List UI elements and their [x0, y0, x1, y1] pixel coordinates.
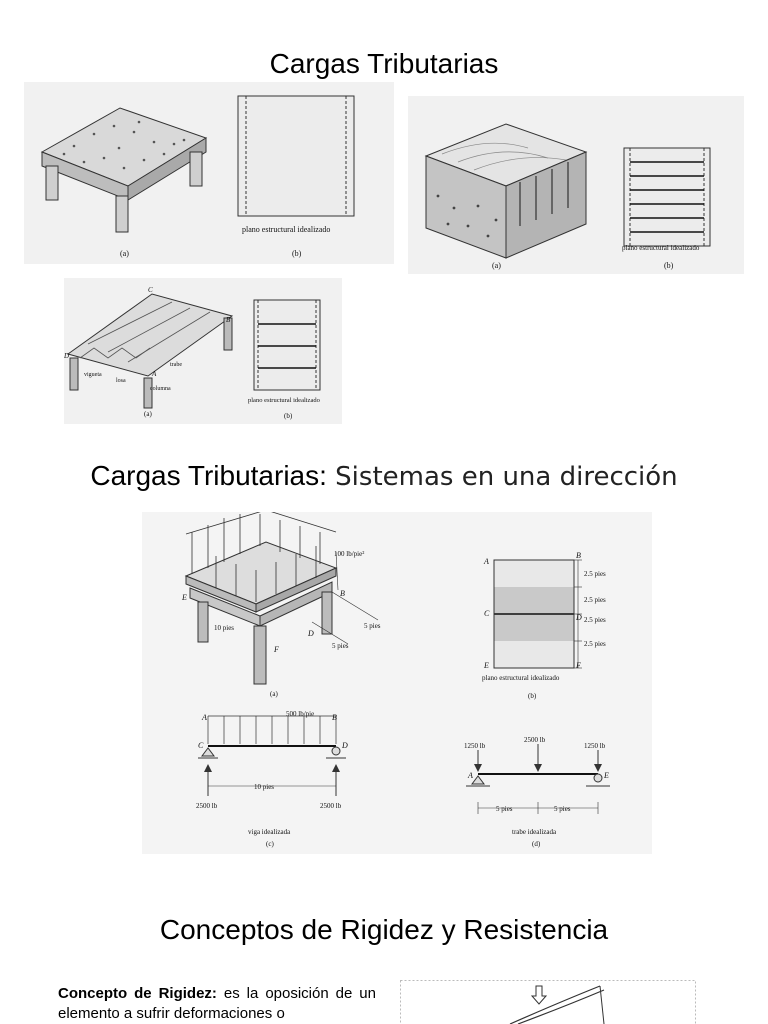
fig-d-letter-a: A	[467, 771, 473, 780]
fig-d-load-1: 1250 lb	[464, 742, 486, 750]
section-title-cargas-tributarias: Cargas Tributarias	[269, 48, 499, 79]
fig-d-span-1: 5 pies	[496, 805, 513, 813]
fig-c-letter-d: D	[341, 741, 348, 750]
fig-c-span: 10 pies	[254, 783, 274, 791]
fig3-letter-d: D	[64, 352, 69, 360]
fig-a-load: 100 lb/pie²	[334, 550, 364, 558]
fig2-caption: plano estructural idealizado	[622, 244, 700, 252]
fig3-caption: plano estructural idealizado	[248, 397, 320, 404]
fig-b-letter-e: E	[483, 661, 489, 670]
fig-a-letter-b: B	[340, 589, 345, 598]
figure-deformation	[400, 980, 696, 1024]
fig-d-load-3: 1250 lb	[584, 742, 606, 750]
fig2-label-a: (a)	[492, 261, 501, 270]
section-title-rigidez: Conceptos de Rigidez y Resistencia	[159, 914, 609, 945]
section2-title-bold: Cargas Tributarias:	[90, 460, 327, 491]
fig-c-reaction-2: 2500 lb	[320, 802, 342, 810]
fig-a-letter-e: E	[181, 593, 187, 602]
fig3-label-a: (a)	[144, 410, 152, 418]
section-title-one-way: Cargas Tributarias: Sistemas en una dire…	[0, 460, 768, 493]
fig3-letter-c: C	[148, 286, 153, 294]
fig-b-letter-a: A	[483, 557, 489, 566]
fig-a-5pies-2: 5 pies	[332, 642, 349, 650]
fig-d-load-2: 2500 lb	[524, 736, 546, 744]
figure-joist-system: C B D A vigueta losa trabe columna (a) p…	[64, 278, 342, 424]
fig1-label-a: (a)	[120, 249, 129, 258]
fig-b-label: (b)	[528, 692, 537, 700]
fig-d-letter-e: E	[603, 771, 609, 780]
fig3-label-trabe: trabe	[170, 362, 182, 368]
paragraph-rigidez: Concepto de Rigidez: es la oposición de …	[58, 984, 376, 1024]
fig-b-caption: plano estructural idealizado	[482, 674, 560, 682]
fig-a-letter-d: D	[307, 629, 314, 638]
fig3-label-b: (b)	[284, 412, 293, 420]
figure-concrete-slab: (a) plano estructural idealizado (b)	[24, 82, 394, 264]
fig-d-span-2: 5 pies	[554, 805, 571, 813]
fig3-label-columna: columna	[150, 386, 171, 392]
fig-b-letter-c: C	[484, 609, 490, 618]
fig3-letter-a: A	[151, 370, 157, 378]
fig-c-letter-c: C	[198, 741, 204, 750]
fig-c-letter-a: A	[201, 713, 207, 722]
fig-b-dim-4: 2.5 pies	[584, 640, 606, 648]
fig-b-dim-3: 2.5 pies	[584, 616, 606, 624]
paragraph-rigidez-text: es la oposición de un elemento a sufrir …	[58, 985, 376, 1022]
fig-b-letter-d: D	[575, 613, 582, 622]
paragraph-rigidez-bold: Concepto de Rigidez:	[58, 985, 217, 1002]
figure-one-way-system: 100 lb/pie² 10 pies 5 pies 5 pies E B D …	[142, 512, 652, 854]
fig-a-label: (a)	[270, 690, 278, 698]
figure-wood-floor: (a) plano estructural idealizado (b)	[408, 96, 744, 274]
fig1-caption: plano estructural idealizado	[242, 225, 330, 234]
fig2-label-b: (b)	[664, 261, 674, 270]
fig3-label-vigueta: vigueta	[84, 372, 102, 378]
fig-c-caption: viga idealizada	[248, 828, 291, 836]
fig-c-reaction-1: 2500 lb	[196, 802, 218, 810]
fig-b-letter-f: F	[575, 661, 581, 670]
fig-c-load: 500 lb/pie	[286, 710, 314, 718]
fig3-letter-b: B	[226, 316, 231, 324]
fig-b-letter-b: B	[576, 551, 581, 560]
fig-d-caption: trabe idealizada	[512, 828, 557, 836]
fig-b-dim-1: 2.5 pies	[584, 570, 606, 578]
fig-a-5pies-1: 5 pies	[364, 622, 381, 630]
fig-c-label: (c)	[266, 840, 274, 848]
fig-d-label: (d)	[532, 840, 541, 848]
fig-b-dim-2: 2.5 pies	[584, 596, 606, 604]
fig-a-10pies: 10 pies	[214, 624, 234, 632]
fig3-label-losa: losa	[116, 378, 126, 384]
fig-c-letter-b: B	[332, 713, 337, 722]
fig1-label-b: (b)	[292, 249, 302, 258]
section2-title-light: Sistemas en una dirección	[326, 462, 678, 492]
fig-a-letter-f: F	[273, 645, 279, 654]
